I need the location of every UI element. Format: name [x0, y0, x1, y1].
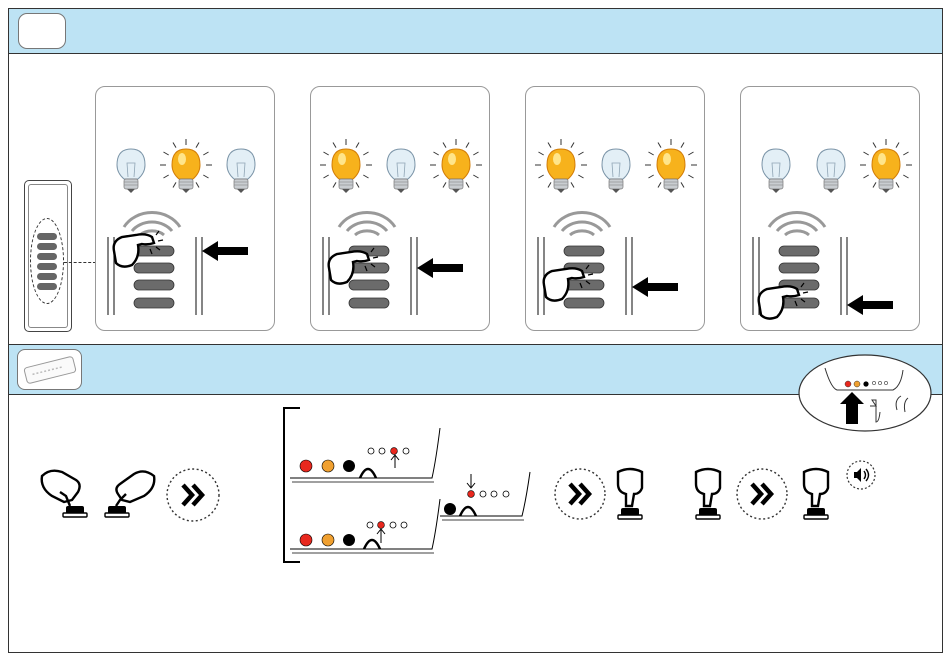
- remote-key: [134, 246, 174, 256]
- remote-key: [564, 298, 604, 308]
- receiver-device-badge: [17, 349, 82, 390]
- speaker-icon: [845, 459, 877, 491]
- bulb-icon-off: [227, 149, 255, 193]
- remote-key: [779, 263, 819, 273]
- hand-point-down-icon: [612, 468, 648, 524]
- bulb-icon-on: [160, 139, 212, 193]
- remote-key: [349, 263, 389, 273]
- hand-point-down-icon: [798, 468, 834, 524]
- remote-key: [564, 280, 604, 290]
- arrow-left-icon: [632, 277, 678, 297]
- remote-key: [779, 246, 819, 256]
- remote-button: [37, 283, 57, 290]
- wifi-icon: [339, 213, 395, 235]
- remote-button: [37, 273, 57, 280]
- remote-key: [134, 280, 174, 290]
- led-zoom-callout: [797, 352, 933, 434]
- remote-button: [37, 263, 57, 270]
- bulb-icon-off: [762, 149, 790, 193]
- fast-forward-icon: [165, 467, 221, 523]
- bulb-icon-off: [117, 149, 145, 193]
- remote-key: [349, 298, 389, 308]
- step-panel-3: [525, 86, 705, 331]
- hand-press-icon: [36, 466, 92, 524]
- hand-press-icon: [100, 466, 160, 524]
- bulb-icon-off: [817, 149, 845, 193]
- wifi-icon: [554, 213, 610, 235]
- receiver-device-icon: [22, 356, 78, 384]
- wifi-icon: [769, 213, 825, 235]
- step-panel-1: [95, 86, 275, 331]
- wifi-icon: [124, 213, 180, 235]
- bulb-icon-off: [602, 149, 630, 193]
- bulb-icon-on: [860, 139, 912, 193]
- remote-connector-line: [64, 262, 96, 263]
- remote-button: [37, 243, 57, 250]
- step-badge: [18, 13, 66, 49]
- led-sequence-bracket: [282, 406, 442, 564]
- hand-point-down-icon: [690, 468, 726, 524]
- led-row-1: [290, 428, 440, 482]
- bulb-icon-on: [430, 139, 482, 193]
- top-band: [8, 8, 943, 54]
- remote-key: [779, 298, 819, 308]
- fast-forward-icon: [553, 467, 607, 521]
- step-panel-4: [740, 86, 920, 331]
- bulb-icon-off: [387, 149, 415, 193]
- arrow-left-icon: [847, 295, 893, 315]
- bulb-icon-on: [320, 139, 372, 193]
- remote-key: [134, 263, 174, 273]
- bulb-icon-on: [645, 139, 697, 193]
- fast-forward-icon: [735, 467, 789, 521]
- remote-key: [564, 246, 604, 256]
- remote-key: [134, 298, 174, 308]
- bulb-icon-on: [535, 139, 587, 193]
- remote-key: [349, 280, 389, 290]
- arrow-left-icon: [202, 241, 248, 261]
- step-panel-2: [310, 86, 490, 331]
- remote-button: [37, 253, 57, 260]
- led-row-3: [438, 470, 532, 526]
- led-row-2: [290, 499, 440, 553]
- remote-button-group: [30, 218, 64, 304]
- arrow-left-icon: [417, 258, 463, 278]
- remote-button: [37, 233, 57, 240]
